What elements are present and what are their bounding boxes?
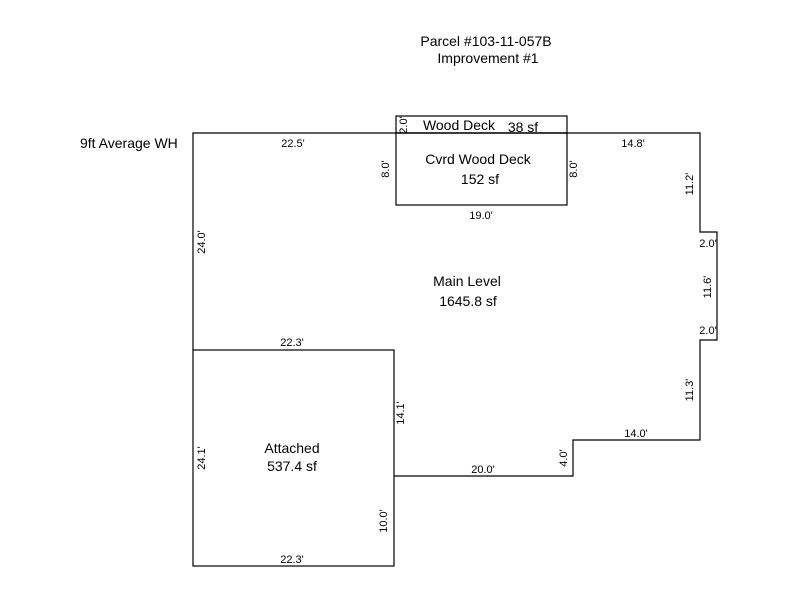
improvement-label: Improvement #1 xyxy=(437,50,538,66)
wall-height-note: 9ft Average WH xyxy=(80,135,178,151)
dim-bump-bottom: 2.0' xyxy=(699,325,716,337)
dim-attached-bottom: 22.3' xyxy=(280,554,304,566)
attached-outline xyxy=(192,349,395,567)
wood-deck-size: 38 sf xyxy=(508,119,538,135)
dim-main-left: 24.0' xyxy=(196,230,208,254)
dim-main-top-left: 22.5' xyxy=(281,138,305,150)
dim-attached-left: 24.1' xyxy=(196,446,208,470)
parcel-number: Parcel #103-11-057B xyxy=(420,33,551,49)
covered-deck-outline xyxy=(395,132,568,206)
dim-covered-deck-right: 8.0' xyxy=(568,160,580,177)
dim-main-bottom-right: 14.0' xyxy=(624,428,648,440)
dim-main-bottom: 20.0' xyxy=(471,464,495,476)
dim-bump-top: 2.0' xyxy=(699,238,716,250)
covered-deck-name: Cvrd Wood Deck xyxy=(425,151,532,167)
wood-deck-outline xyxy=(395,115,568,134)
attached-size: 537.4 sf xyxy=(267,458,317,474)
dim-deck-side: 2.0' xyxy=(398,116,410,133)
dim-attached-right-upper: 14.1' xyxy=(395,401,407,425)
dim-attached-top: 22.3' xyxy=(280,337,304,349)
dim-attached-right-lower: 10.0' xyxy=(378,509,390,533)
dim-main-step: 4.0' xyxy=(558,449,570,466)
dim-bump-side: 11.6' xyxy=(702,276,714,299)
main-level-size: 1645.8 sf xyxy=(439,293,497,309)
covered-deck-size: 152 sf xyxy=(461,171,499,187)
dim-covered-deck-bottom: 19.0' xyxy=(469,210,493,222)
main-level-name: Main Level xyxy=(433,273,501,289)
dim-main-right-upper: 11.2' xyxy=(684,173,696,196)
dim-main-top-right: 14.8' xyxy=(621,138,645,150)
wood-deck-name: Wood Deck xyxy=(423,117,496,133)
attached-name: Attached xyxy=(264,440,319,456)
dim-covered-deck-left: 8.0' xyxy=(380,160,392,177)
dim-main-right-lower: 11.3' xyxy=(684,379,696,402)
